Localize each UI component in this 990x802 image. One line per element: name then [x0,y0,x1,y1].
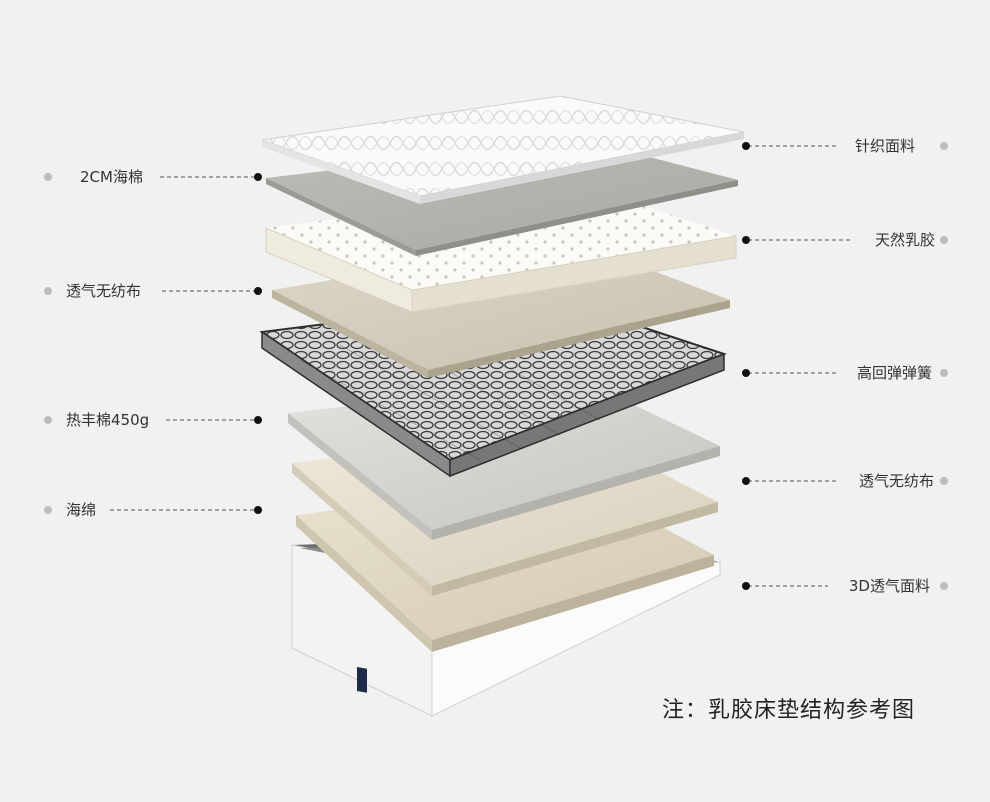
right-callout-dots [742,142,948,590]
left-callout-dots [44,173,262,514]
structure-note: 注：乳胶床垫结构参考图 [662,698,916,723]
label-3d-fabric: 3D透气面料 [848,577,930,595]
label-natural-latex: 天然乳胶 [874,231,935,249]
label-nonwoven-right: 透气无纺布 [858,472,934,490]
layer-knitted-fabric [261,95,745,204]
label-knitted-fabric: 针织面料 [854,137,915,155]
right-callouts [748,145,852,587]
left-callouts [110,176,256,511]
layer-latex [265,186,737,313]
label-2cm-sponge: 2CM海棉 [80,168,143,186]
label-springs: 高回弹弹簧 [856,364,932,382]
label-sponge: 海绵 [66,501,97,519]
label-nonwoven-left: 透气无纺布 [66,282,142,300]
label-felt-450g: 热丰棉450g [66,411,150,429]
